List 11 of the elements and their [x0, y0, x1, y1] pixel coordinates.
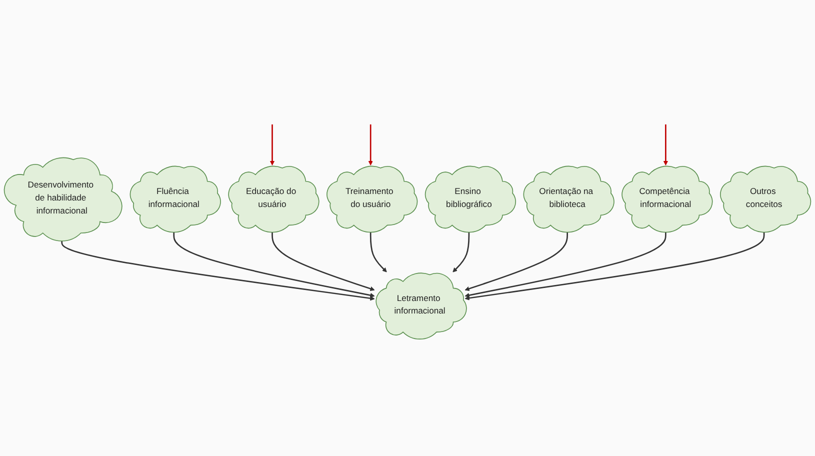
arrow: [368, 124, 373, 166]
arrow: [370, 231, 387, 272]
arrow: [452, 231, 470, 272]
arrow: [173, 231, 375, 298]
arrow: [61, 240, 375, 301]
arrow: [464, 231, 666, 298]
arrow: [464, 231, 765, 300]
arrow: [270, 124, 275, 166]
arrow: [272, 231, 375, 291]
arrow: [464, 231, 568, 291]
arrow: [663, 124, 668, 166]
